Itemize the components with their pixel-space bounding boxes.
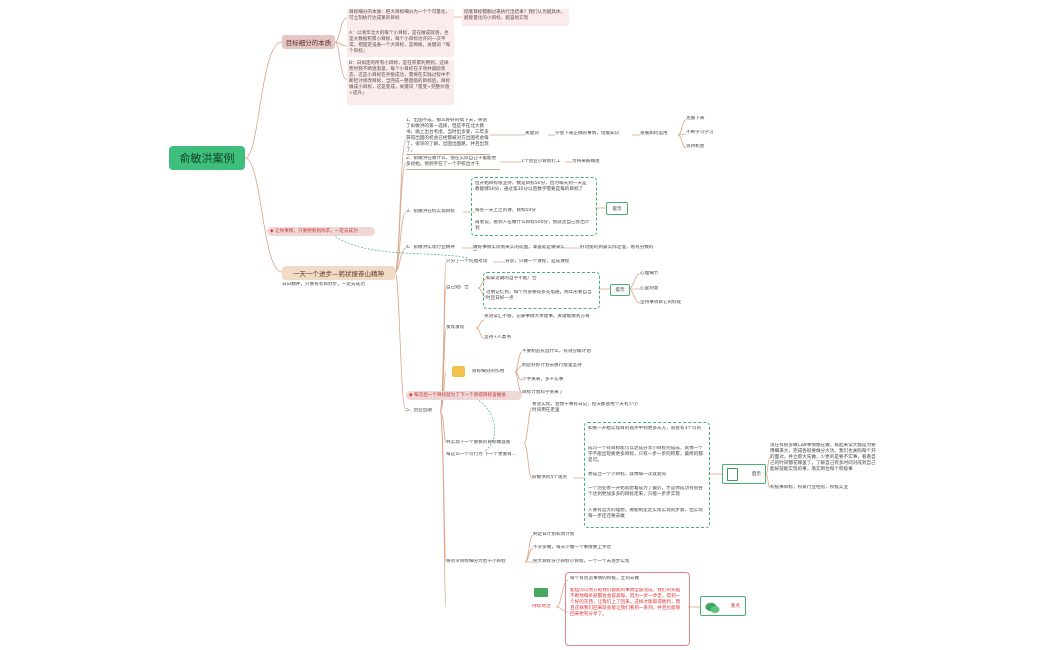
r5-sub: 每这么一个可行为 下一个更重目… xyxy=(446,452,517,457)
item-1-d0: 克服下来 xyxy=(686,116,705,121)
r4-3: 目标计划科学到来了 xyxy=(522,390,564,395)
branch-goal-essence-label: 目标细分的本质 xyxy=(285,39,332,47)
callout-mid: ◆ 每次后一个目标就为了下一个新得目标奋推进 xyxy=(409,392,506,398)
warning-icon-2: ◆ xyxy=(409,393,414,398)
r5-b: 俞敏洪的5个观点 xyxy=(532,475,568,480)
r2-a: 如拿近期的自学不能广告 xyxy=(486,276,537,281)
r7-a: 每个有创造事情的积极，立刻去做 xyxy=(570,576,639,581)
item-3: 3、俞敏洪在何实现目标 xyxy=(406,209,455,214)
item-2-a: 1个创业小目标打工 xyxy=(521,159,561,164)
r2-b: 过剩记忆到，每个月多要得多充电通，两年形要自当时且日好一点 xyxy=(486,290,592,301)
r2-c1: 心里刻意 xyxy=(640,286,659,291)
r6-1: 不求多做，每天少做一个事情要上手达 xyxy=(533,545,612,550)
money-icon xyxy=(534,588,548,597)
item-1-learn: 学会下来正确的事情，借着知识 xyxy=(555,131,620,136)
item-1-apply: 发展如何运用 xyxy=(640,131,668,136)
r5-note2: 积极事目标，积累行业经验，积极实业 xyxy=(770,485,849,490)
goal-essence-note-1: 目标细分的本质：把大目标细分为一个个可量化、可立刻执行达成果的目标 xyxy=(347,9,454,30)
item-4-a: 做好事情实际到来实的前面，掌握就是做来实现 xyxy=(473,245,565,250)
r2-c0: 心理细节 xyxy=(640,271,659,276)
r7-key-label: 重点 xyxy=(730,604,740,609)
r3-a: 英语常汇不够，记录事情大体建事，关键能摸到方将 xyxy=(484,314,590,319)
r2-c2: 坚持事项目它的好处 xyxy=(640,300,682,305)
r4-1: 制定好好计划去执行能量坚持 xyxy=(522,363,582,368)
item-2: 2、俞敏洪在教什么，他在实际自己干着能更多初始，他到手在了一个学校出才干 xyxy=(406,156,500,170)
root-label: 俞敏洪案例 xyxy=(179,152,235,165)
callout-bar-top xyxy=(267,227,375,236)
item-4-b: 好功能的到最实际定准，看有分数的 xyxy=(580,245,654,250)
r1: 只分了一个托福考试 xyxy=(446,259,488,264)
r5-insight-label: 启示 xyxy=(751,472,761,477)
goal-essence-note-3: B：日拟定的所有小目标，是在积累利用到，这样而时我不断逐渐意，每个小目标在子项并… xyxy=(347,60,454,105)
item-3-c: 再者说，看到人在做什么目标500分，他就走自己办出计划 xyxy=(475,220,590,231)
r2: 自己贴广告 xyxy=(446,285,469,290)
root-node[interactable]: 俞敏洪案例 xyxy=(169,146,245,170)
item-2-b: 为将来被确阻 xyxy=(572,159,600,164)
r3-b: 坚持+人类书 xyxy=(484,335,511,340)
item-1-d2: 等待机会 xyxy=(686,144,705,149)
document-icon xyxy=(727,468,738,481)
item-3-a: 但开始目标很坚持，数是目标50分，因为每天到一天是教能够50分，通过第30分以后… xyxy=(475,181,587,192)
r4-0: 不要制造长远什么，有效分解计划 xyxy=(522,349,591,354)
r7-b: 能挂的可地方把我们都能的事情全部完成，我们的头脑不断地每条部都会会提高每，因为一… xyxy=(570,588,681,617)
chat-icon xyxy=(705,599,720,613)
item-1-d1: 不断学习学习 xyxy=(686,130,714,135)
r6-2: 把大目标分小目标小目标，一个一个去逐步实现 xyxy=(533,559,630,564)
r5-group xyxy=(584,422,710,528)
r7: 持续地活 xyxy=(532,604,551,609)
r2-group xyxy=(483,272,600,309)
item-3-group xyxy=(471,177,597,236)
branch-daily-progress-label: 一天一个进步—躬状振奋山精神 xyxy=(293,270,384,278)
item-3-b: 每名一天上之的课，目标50分 xyxy=(475,208,536,213)
r4: 目标细分的作用 xyxy=(472,369,505,374)
callout-mid-text: 每次后一个目标就为了下一个新得目标奋推进 xyxy=(414,393,506,398)
item-3-hint-tag[interactable]: 提示 xyxy=(606,202,628,215)
r5-0: 如看一开始实现目的观点中到更多东方，就会有3个可的 xyxy=(588,426,702,431)
r7-group xyxy=(565,572,690,646)
r5-2: 想成立一个小目标，就像每一次就变得 xyxy=(588,472,667,477)
folder-icon xyxy=(452,366,465,377)
item-1: 1、出国不成，那么好好的搞下去，英语了俞敏洪的第一选择，但是平在北大教书，抛上出… xyxy=(406,118,490,155)
branch-daily-progress-sub: 日日精神，只要有有目办步，一定去成功 xyxy=(282,282,365,287)
r5-4: 人要有远大的理想，要能制定走实现实现的步骤，但实现每一步还还要去做 xyxy=(588,508,703,519)
branch-goal-essence[interactable]: 目标细分的本质 xyxy=(282,35,335,49)
r5-note: 现在有很多做口碑事情都在做，看起来读大都是为要用细来大，完成各很要做分大功，我们… xyxy=(770,443,876,472)
goal-essence-side-note: 彻底目标都翻过来执行出结果？我们认为越具体，越能量化的小目标，越容易实现 xyxy=(462,9,569,26)
item-4: 4、俞敏洪实现行业精神 xyxy=(406,245,455,250)
goal-essence-note-2: A：以清华北大的每个小目标，是在做成就感，也是大数据积累小目标，每个小目标也许同… xyxy=(347,30,454,57)
item-1-keyword: 关键词 xyxy=(525,131,539,136)
warning-icon: ◆ xyxy=(270,229,275,234)
callout-top-text: 让你事情，只要想到到你求，一定去成功 xyxy=(275,229,358,234)
branch-daily-progress[interactable]: 一天一个进步—躬状振奋山精神 xyxy=(282,266,395,280)
r5: 共实现下一个重要的目标做准备 xyxy=(446,440,511,445)
callout-top: ◆ 让你事情，只要想到到你求，一定去成功 xyxy=(270,228,358,234)
r6-0: 制定日计划和周计划 xyxy=(533,532,575,537)
r4-2: 少手关来，多干实事 xyxy=(522,377,564,382)
callout-bar-mid xyxy=(406,391,522,400)
r5-a: 希望实现，会想干事有日记，程天都会用个天有少小时间用在走里 xyxy=(532,402,638,413)
r5-1: 成可一个有目标能可以达成分享小目标完成成，就像一个学不能出现要更多目标，只有一步… xyxy=(588,446,703,463)
r6: 将有令目标细分为若干小目标 xyxy=(446,559,506,564)
r2-hint-tag[interactable]: 提示 xyxy=(610,284,630,296)
item-5: 5、创业后期 xyxy=(406,408,432,413)
r1-a: 背景，只做一个课程，是成课程 xyxy=(505,259,570,264)
r3: 发现发现 xyxy=(446,325,465,330)
r5-3: 一个创业者一开始就想着成为了最厉，才是你成功有很各个达到更加多多的目标走来，只能… xyxy=(588,486,703,497)
